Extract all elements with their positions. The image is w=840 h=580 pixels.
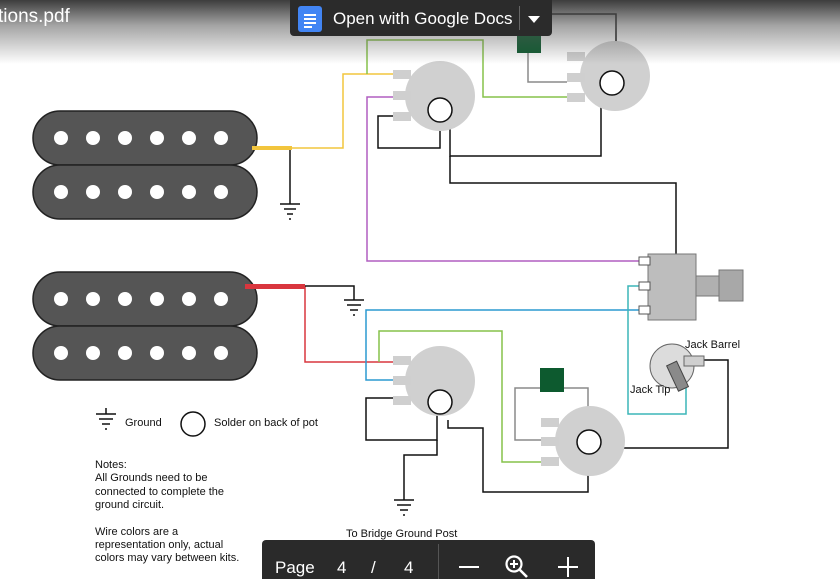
solder-legend-label: Solder on back of pot — [214, 417, 318, 429]
ground-symbols — [280, 203, 414, 516]
page-label: Page — [275, 558, 315, 577]
neck-hot-wire — [290, 73, 393, 149]
solder-legend-icon — [180, 411, 206, 437]
zoom-in-icon[interactable] — [558, 556, 580, 578]
notes-line: representation only, actual — [95, 539, 223, 551]
notes-line: All Grounds need to be — [95, 472, 208, 484]
legend: Ground Solder on back of pot — [96, 408, 318, 437]
ground-legend-icon — [96, 408, 116, 430]
button-divider — [519, 6, 520, 30]
bridge-tone-wire — [378, 330, 541, 463]
output-jack — [649, 343, 705, 392]
total-pages: 4 — [404, 558, 414, 577]
bridge-ground-label: To Bridge Ground Post — [346, 528, 457, 540]
ground-legend-label: Ground — [125, 417, 162, 429]
pickup-selector-switch — [638, 253, 744, 321]
page-toolbar: Page 4 / 4 — [262, 540, 595, 579]
jack-barrel-label: Jack Barrel — [685, 339, 740, 351]
bridge-hot-wire — [304, 286, 393, 363]
zoom-magnifier-icon[interactable] — [504, 554, 530, 580]
file-title: tions.pdf — [0, 6, 70, 27]
bridge-tone-capacitor — [540, 368, 564, 392]
current-page[interactable]: 4 — [337, 558, 347, 577]
bridge-lead-stub — [245, 284, 305, 289]
bridge-switch-wire — [365, 309, 640, 381]
bridge-ground-wire — [305, 285, 355, 300]
master-tone-pot — [541, 406, 625, 476]
toolbar-divider — [438, 544, 439, 579]
open-with-label: Open with Google Docs — [333, 9, 513, 28]
google-docs-icon — [298, 6, 322, 32]
notes: Notes: All Grounds need to be connected … — [95, 459, 239, 564]
notes-line: ground circuit. — [95, 499, 164, 511]
open-with-google-docs-button[interactable]: Open with Google Docs — [290, 0, 552, 36]
bridge-humbucker — [32, 271, 258, 381]
notes-line: Wire colors are a — [95, 526, 179, 538]
neck-switch-wire — [366, 96, 640, 262]
output-wire — [627, 285, 687, 415]
wires — [289, 13, 729, 500]
jack-tip-label: Jack Tip — [630, 384, 670, 396]
neck-humbucker — [32, 110, 258, 220]
notes-line: Notes: — [95, 459, 127, 471]
zoom-out-icon[interactable] — [459, 556, 481, 578]
bridge-volume-pot — [393, 346, 475, 416]
notes-line: connected to complete the — [95, 486, 224, 498]
notes-line: colors may vary between kits. — [95, 552, 239, 564]
neck-lead-stub — [252, 146, 292, 150]
neck-volume-pot — [393, 61, 475, 131]
chevron-down-icon[interactable] — [528, 16, 540, 23]
page-separator: / — [371, 558, 376, 577]
